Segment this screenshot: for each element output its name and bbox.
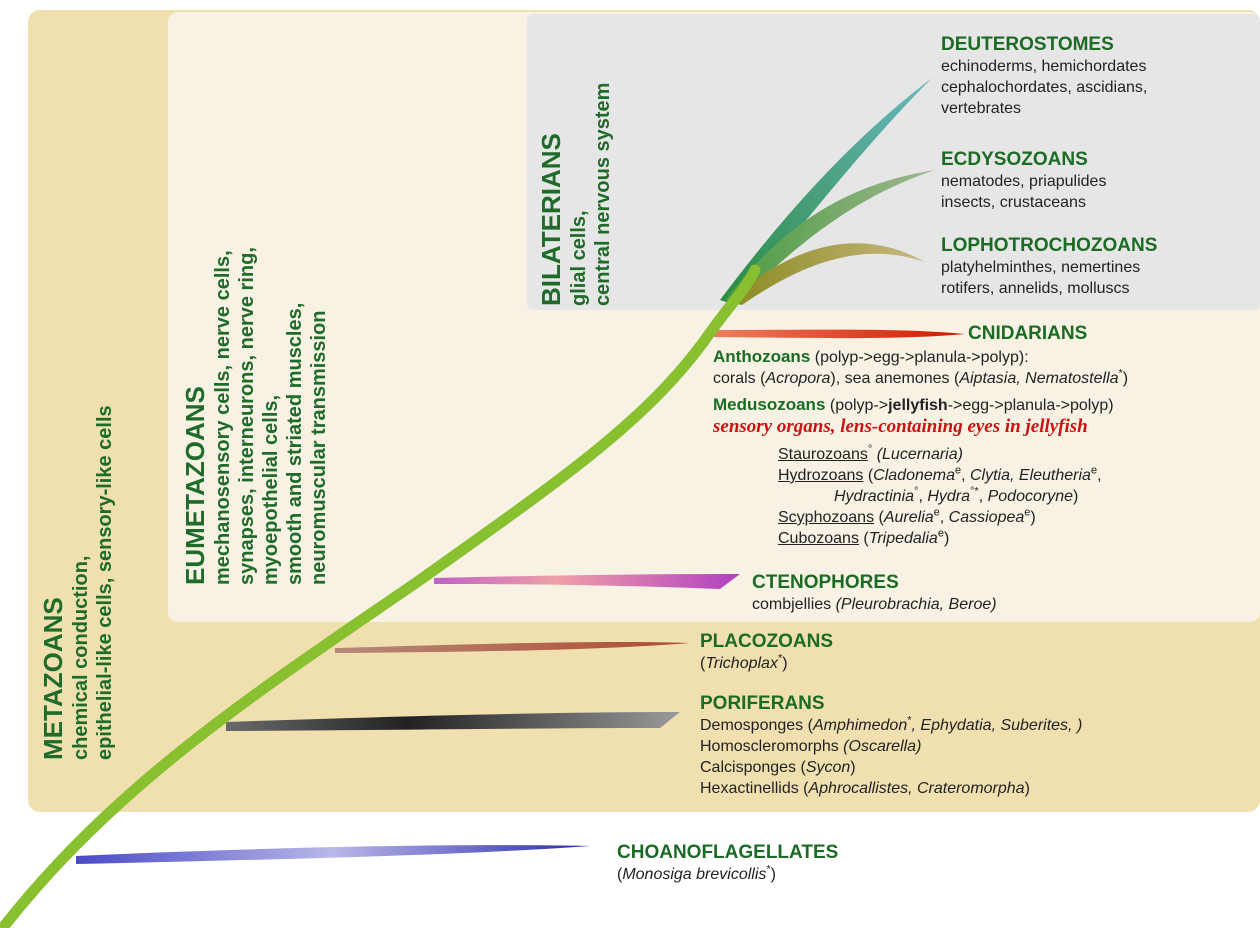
anthozoans-block: Anthozoans (polyp->egg->planula->polyp):…	[713, 346, 1128, 389]
ctenophores-text: combjellies	[752, 596, 832, 613]
species-amphimedon: Amphimedon	[812, 717, 908, 734]
deuterostomes-title: DEUTEROSTOMES	[941, 34, 1114, 55]
choanoflagellates-title: CHOANOFLAGELLATES	[617, 842, 839, 863]
cnidarians-title: CNIDARIANS	[968, 323, 1088, 344]
branch-cnidarians	[708, 329, 965, 339]
species-hydra: Hydra	[927, 488, 971, 505]
main-trunk	[0, 264, 761, 928]
sensory-organs-note: sensory organs, lens-containing eyes in …	[713, 416, 1088, 437]
species-hexactinellids: Aphrocallistes, Crateromorpha	[808, 780, 1025, 797]
eumetazoans-line: synapses, interneurons, nerve ring,	[236, 247, 259, 585]
class-staurozoans: Staurozoans	[778, 446, 868, 463]
corals-text: corals (	[713, 370, 766, 387]
marker-e: e	[1090, 464, 1098, 477]
eumetazoans-line: neuromuscular transmission	[308, 310, 331, 585]
deuterostomes-line: vertebrates	[941, 100, 1022, 117]
metazoans-title: METAZOANS	[38, 597, 68, 760]
ctenophores-group: CTENOPHORES combjellies (Pleurobrachia, …	[752, 571, 997, 615]
marker-e: e	[954, 464, 962, 477]
species-sycon: Sycon	[805, 759, 851, 776]
marker-o: °	[867, 443, 873, 456]
marker-e: e	[933, 506, 940, 519]
metazoans-label: METAZOANS chemical conduction, epithelia…	[38, 405, 117, 760]
species-cassiopea: Cassiopea	[948, 509, 1025, 526]
metazoans-line2: epithelial-like cells, sensory-like cell…	[94, 405, 117, 760]
marker-e: e	[1024, 506, 1031, 519]
paren-close: )	[1122, 370, 1129, 387]
calcisponges-text: Calcisponges (	[700, 759, 806, 776]
species-podocoryne: Podocoryne	[987, 488, 1073, 505]
ecdysozoans-line: insects, crustaceans	[941, 194, 1086, 211]
eumetazoans-line: smooth and striated muscles,	[284, 302, 307, 585]
species-demosponges-other: , Ephydatia, Suberites, )	[911, 717, 1083, 734]
bilaterians-line1: glial cells,	[568, 210, 591, 306]
deuterostomes-group: DEUTEROSTOMES echinoderms, hemichordates…	[941, 33, 1147, 119]
deuterostomes-line: echinoderms, hemichordates	[941, 58, 1147, 75]
genome-marker: *	[777, 652, 783, 665]
species-tripedalia: Tripedalia	[868, 530, 938, 547]
branch-placozoans	[335, 641, 690, 653]
species-trichoplax: Trichoplax	[705, 655, 778, 672]
marker-os: °*	[970, 485, 979, 498]
medusozoans-block: Medusozoans (polyp->jellyfish->egg->plan…	[713, 394, 1114, 437]
ctenophores-title: CTENOPHORES	[752, 572, 899, 593]
bilaterians-line2: central nervous system	[592, 82, 615, 306]
anemones-text: ), sea anemones (	[830, 370, 960, 387]
species-aiptasia: Aiptasia, Nematostella	[959, 370, 1119, 387]
species-clytia-eleutheria: Clytia, Eleutheria	[970, 467, 1091, 484]
choanoflagellates-group: CHOANOFLAGELLATES (Monosiga brevicollis*…	[617, 842, 839, 883]
lophotrochozoans-group: LOPHOTROCHOZOANS platyhelminthes, nemert…	[941, 234, 1157, 299]
placozoans-title: PLACOZOANS	[700, 631, 833, 652]
class-scyphozoans: Scyphozoans	[778, 509, 875, 526]
lophotrochozoans-line: rotifers, annelids, molluscs	[941, 280, 1130, 297]
bilaterians-title: BILATERIANS	[536, 133, 566, 306]
medusozoan-classes: Staurozoans° (Lucernaria) Hydrozoans (Cl…	[778, 443, 1102, 547]
marker-e: e	[937, 527, 944, 540]
ctenophores-species: (Pleurobrachia, Beroe)	[835, 596, 997, 613]
eumetazoans-label: EUMETAZOANS mechanosensory cells, nerve …	[180, 247, 331, 585]
bilateria-panel	[527, 14, 1260, 310]
branch-choanoflagellates	[76, 845, 590, 864]
poriferans-group: PORIFERANS Demosponges (Amphimedon*, Eph…	[700, 693, 1083, 797]
species-aurelia: Aurelia	[883, 509, 934, 526]
medusozoans-cycle-a: (polyp->	[829, 397, 889, 414]
species-cladonema: Cladonema	[873, 467, 955, 484]
eumetazoans-line: myoepothelial cells,	[260, 394, 283, 585]
genome-marker: *	[766, 863, 771, 876]
bilaterians-label: BILATERIANS glial cells, central nervous…	[536, 83, 615, 306]
eumetazoans-line: mechanosensory cells, nerve cells,	[212, 250, 235, 585]
eumetazoans-title: EUMETAZOANS	[180, 386, 210, 585]
class-cubozoans: Cubozoans	[778, 530, 859, 547]
hexactinellids-text: Hexactinellids (	[700, 780, 809, 797]
species-hydractinia: Hydractinia	[834, 488, 915, 505]
ecdysozoans-group: ECDYSOZOANS nematodes, priapulides insec…	[941, 148, 1106, 213]
anthozoans-title: Anthozoans	[713, 347, 811, 366]
species-lucernaria: (Lucernaria)	[876, 446, 963, 463]
genome-marker: *	[1118, 367, 1123, 380]
medusozoans-cycle-b: ->egg->planula->polyp)	[947, 397, 1114, 414]
lophotrochozoans-line: platyhelminthes, nemertines	[941, 259, 1141, 276]
jellyfish-text: jellyfish	[888, 397, 948, 414]
marker-o: °	[914, 485, 919, 498]
poriferans-title: PORIFERANS	[700, 693, 825, 714]
ecdysozoans-line: nematodes, priapulides	[941, 173, 1107, 190]
species-monosiga: Monosiga brevicollis	[622, 866, 767, 883]
genome-marker: *	[907, 714, 912, 727]
class-hydrozoans: Hydrozoans	[778, 467, 864, 484]
anthozoans-cycle: (polyp->egg->planula->polyp):	[814, 349, 1029, 366]
species-oscarella: (Oscarella)	[843, 738, 922, 755]
branch-lophotrochozoans	[728, 243, 925, 305]
deuterostomes-line: cephalochordates, ascidians,	[941, 79, 1148, 96]
ecdysozoans-title: ECDYSOZOANS	[941, 149, 1088, 170]
branch-ctenophores	[434, 574, 740, 589]
homoscleromorphs-text: Homoscleromorphs	[700, 738, 839, 755]
branch-poriferans	[226, 712, 680, 731]
species-acropora: Acropora	[765, 370, 831, 387]
medusozoans-title: Medusozoans	[713, 395, 826, 414]
lophotrochozoans-title: LOPHOTROCHOZOANS	[941, 235, 1158, 256]
metazoans-line1: chemical conduction,	[70, 555, 93, 760]
placozoans-group: PLACOZOANS (Trichoplax*)	[700, 631, 833, 672]
demosponges-text: Demosponges (	[700, 717, 813, 734]
